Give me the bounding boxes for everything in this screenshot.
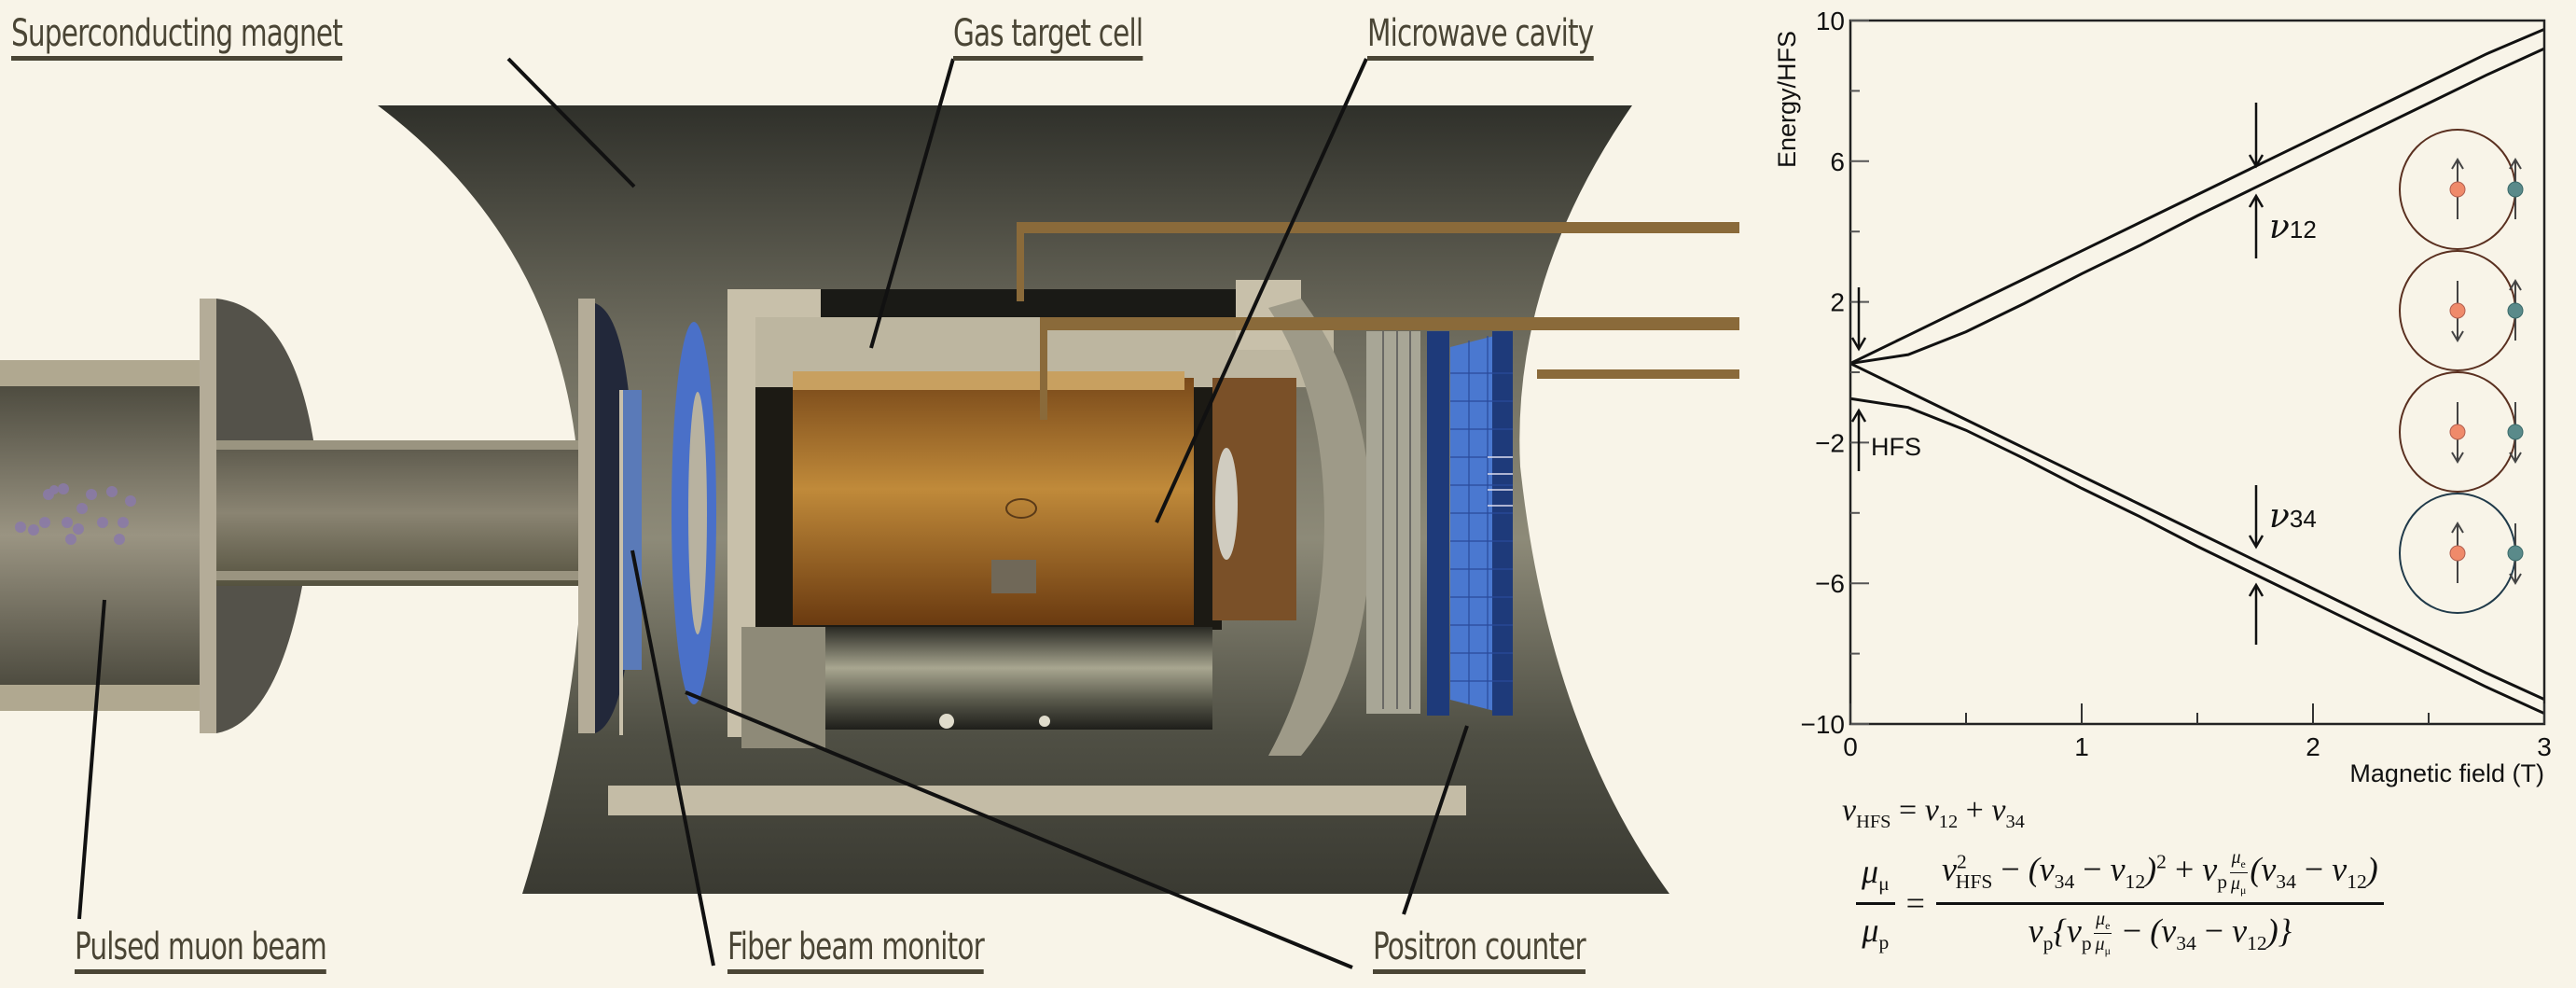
plot-frame <box>1849 19 2546 726</box>
label-fiber-beam-monitor: Fiber beam monitor <box>727 926 985 974</box>
x-axis-ticks: 0 1 2 3 <box>1843 703 2552 761</box>
x-tick-label: 1 <box>2074 732 2089 761</box>
energy-level-3 <box>1849 362 2545 701</box>
leader-lines <box>77 57 1469 969</box>
y-axis-ticks: 10 6 2 −2 −6 −10 <box>1801 7 1869 739</box>
spin-diagram-2 <box>2399 250 2524 371</box>
muon-particles <box>15 483 136 545</box>
base-plate <box>608 786 1466 815</box>
y-tick-label: −2 <box>1815 428 1845 457</box>
y-axis-label: Energy/HFS <box>1773 31 1801 168</box>
label-positron-counter: Positron counter <box>1373 926 1586 974</box>
x-tick-label: 2 <box>2306 732 2320 761</box>
spin-diagram-1 <box>2399 129 2524 250</box>
energy-level-1 <box>1849 28 2545 365</box>
y-tick-label: 10 <box>1816 7 1845 35</box>
positron-counter-front <box>1427 331 1449 716</box>
spin-diagram-3 <box>2399 371 2524 493</box>
breit-rabi-chart: 10 6 2 −2 −6 −10 0 1 2 3 Energy/HFS Magnetic fie… <box>1773 7 2552 787</box>
label-pulsed-muon-beam: Pulsed muon beam <box>75 926 327 974</box>
x-tick-label: 0 <box>1843 732 1858 761</box>
y-tick-label: 2 <box>1830 288 1845 317</box>
y-tick-label: −6 <box>1815 569 1845 598</box>
nu34-annotation <box>2248 485 2264 645</box>
fiber-beam-monitor <box>623 390 642 670</box>
spin-state-diagrams <box>2399 129 2524 614</box>
label-gas-target-cell: Gas target cell <box>953 13 1143 61</box>
y-tick-label: 6 <box>1830 147 1845 176</box>
nu12-label: ν12 <box>2269 208 2317 246</box>
waveguide-rods <box>1017 222 1739 420</box>
formula-hfs-sum: νHFS = ν12 + ν34 <box>1842 793 2025 832</box>
beam-pipe-flange <box>200 299 216 733</box>
spin-diagram-4 <box>2399 493 2524 614</box>
label-superconducting-magnet: Superconducting magnet <box>11 13 343 61</box>
nu12-annotation <box>2248 103 2264 258</box>
x-tick-label: 3 <box>2537 732 2552 761</box>
nu34-label: ν34 <box>2269 497 2317 536</box>
label-microwave-cavity: Microwave cavity <box>1367 13 1594 61</box>
x-axis-label: Magnetic field (T) <box>2349 759 2544 787</box>
energy-level-lines <box>1849 28 2545 716</box>
y-tick-label: −10 <box>1801 710 1846 739</box>
apparatus-illustration <box>0 57 1739 969</box>
hfs-annotation <box>1850 287 1867 471</box>
hfs-label: HFS <box>1871 433 1921 461</box>
energy-level-4 <box>1849 397 2545 716</box>
energy-level-2 <box>1849 47 2545 366</box>
